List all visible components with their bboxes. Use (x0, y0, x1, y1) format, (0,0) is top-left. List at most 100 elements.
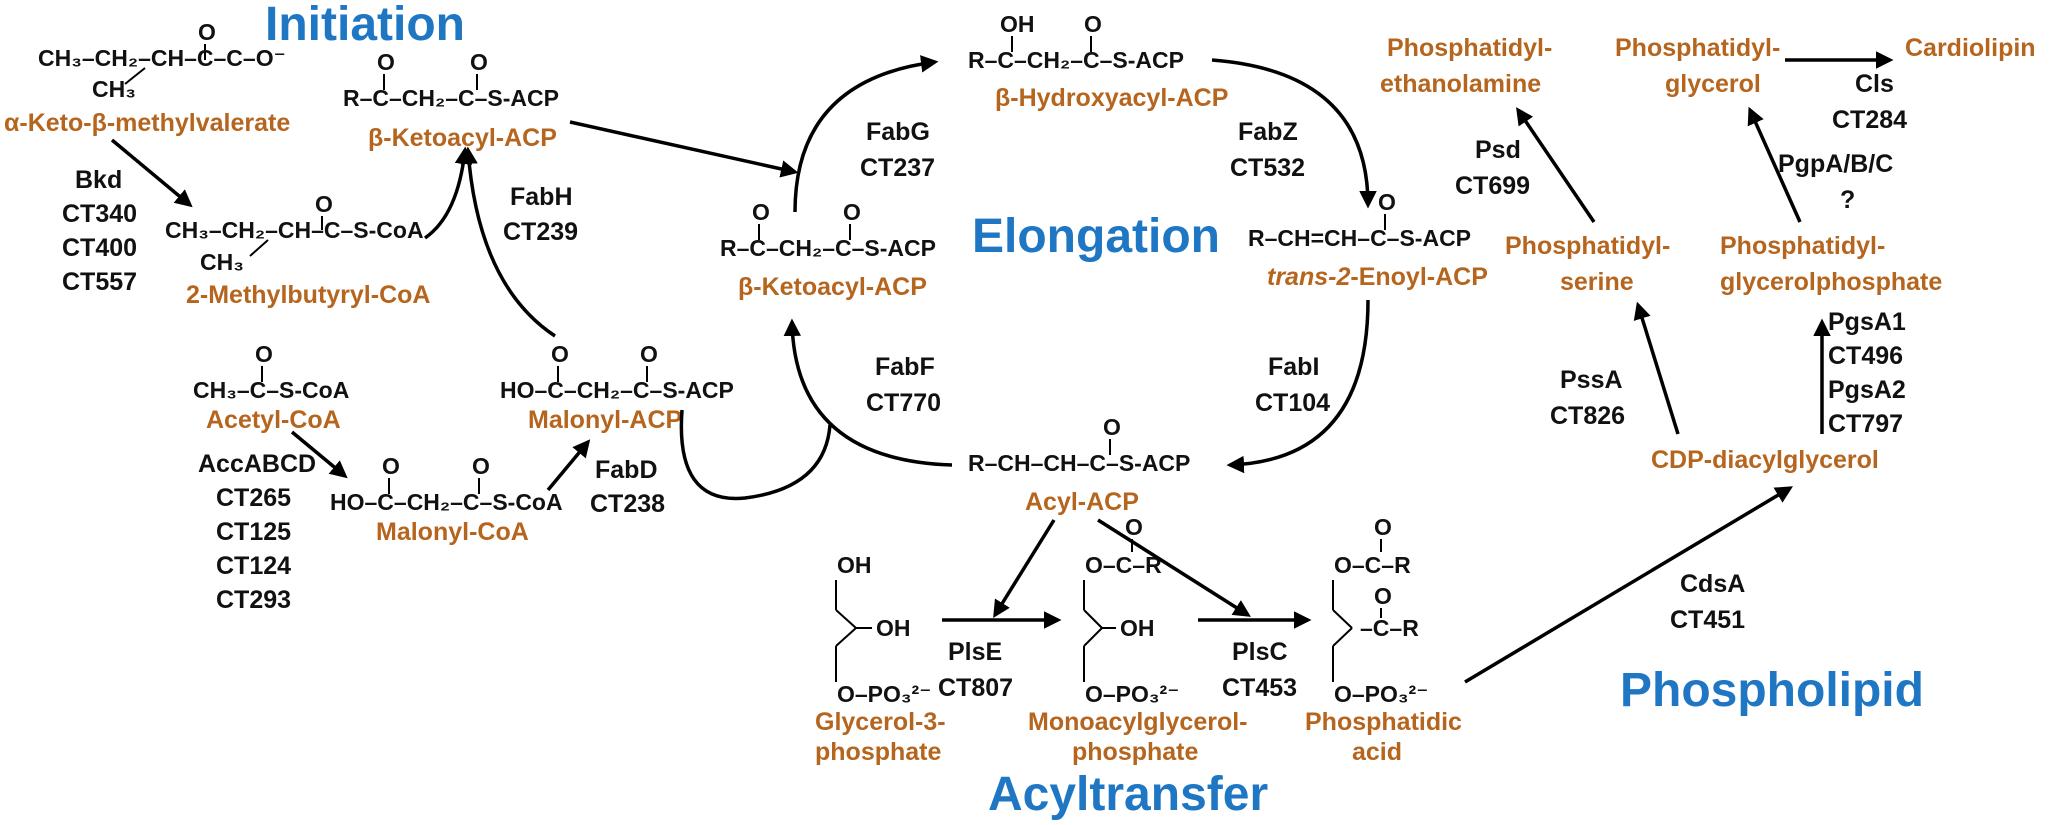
arrow-pgp-to-pg (1747, 106, 1802, 223)
structure-keto-methylvalerate: O CH₃–CH₂–CH–C–C–O⁻ CH₃ (38, 19, 286, 102)
svg-text:R–C–CH₂–C–S-ACP: R–C–CH₂–C–S-ACP (968, 47, 1184, 73)
svg-text:O: O (752, 199, 770, 225)
svg-text:O: O (1374, 583, 1392, 609)
svg-text:Psd: Psd (1475, 136, 1521, 164)
svg-text:CT496: CT496 (1828, 342, 1903, 370)
molecule-phosphatidic-acid-line1: Phosphatidic (1305, 708, 1462, 736)
arrow-kmv-to-methylbutyryl (110, 138, 193, 208)
arrow-malonyl-acp-to-ketoacyl (460, 146, 556, 338)
svg-text:O: O (198, 19, 216, 45)
arrow-acetyl-to-malonyl-coa (290, 430, 348, 479)
svg-text:FabG: FabG (866, 118, 930, 146)
enzyme-plsc: PlsC CT453 (1222, 638, 1297, 702)
enzyme-fabf: FabF CT770 (866, 353, 941, 417)
structure-acetyl-coa: O CH₃–C–S-CoA (193, 341, 349, 403)
molecule-keto-methylvalerate: α-Keto-β-methylvalerate (4, 109, 290, 137)
molecule-acetyl-coa: Acetyl-CoA (206, 406, 341, 434)
svg-text:O: O (1378, 189, 1396, 215)
structure-acyl-acp: O R–CH–CH–C–S-ACP (968, 414, 1190, 476)
molecule-cardiolipin: Cardiolipin (1905, 34, 2036, 62)
svg-text:CH₃–CH₂–CH–C–S-CoA: CH₃–CH₂–CH–C–S-CoA (165, 217, 424, 243)
svg-text:CT699: CT699 (1455, 172, 1530, 200)
structure-monoacylglycerol-phosphate: O O–C–R OH O–PO₃²⁻ (1083, 514, 1179, 707)
arrow-enoyl-to-acyl (1226, 299, 1370, 474)
section-title-initiation: Initiation (265, 0, 465, 51)
structure-methylbutyryl-coa: O CH₃–CH₂–CH–C–S-CoA CH₃ (165, 191, 424, 275)
svg-text:O: O (382, 453, 400, 479)
svg-text:O–PO₃²⁻: O–PO₃²⁻ (837, 681, 931, 707)
svg-text:O: O (551, 341, 569, 367)
enzyme-pgpabc: PgpA/B/C ? (1778, 150, 1893, 214)
svg-text:R–CH–CH–C–S-ACP: R–CH–CH–C–S-ACP (968, 450, 1190, 476)
svg-text:CT284: CT284 (1832, 106, 1907, 134)
reaction-arrows (110, 51, 1894, 684)
svg-text:?: ? (1840, 186, 1855, 214)
svg-text:O: O (1374, 514, 1392, 540)
section-title-acyltransfer: Acyltransfer (988, 768, 1268, 821)
svg-text:O: O (470, 49, 488, 75)
svg-text:FabZ: FabZ (1238, 118, 1298, 146)
svg-text:O: O (1084, 11, 1102, 37)
molecule-phosphatidic-acid-line2: acid (1352, 738, 1402, 766)
molecule-malonyl-coa: Malonyl-CoA (376, 518, 529, 546)
arrow-ketoacyl-init-to-elong (569, 120, 799, 178)
enzyme-fabi: FabI CT104 (1255, 353, 1330, 417)
svg-text:PlsC: PlsC (1232, 638, 1288, 666)
svg-text:CT557: CT557 (62, 268, 137, 296)
molecule-phosphatidylserine-line1: Phosphatidyl- (1505, 232, 1670, 260)
arrow-malonyl-coa-to-malonyl-acp (546, 439, 591, 492)
svg-text:R–CH=CH–C–S-ACP: R–CH=CH–C–S-ACP (1248, 225, 1471, 251)
svg-text:OH: OH (1120, 615, 1155, 641)
svg-text:Bkd: Bkd (75, 166, 122, 194)
svg-text:CH₃–C–S-CoA: CH₃–C–S-CoA (193, 377, 349, 403)
svg-text:O–PO₃²⁻: O–PO₃²⁻ (1085, 681, 1179, 707)
svg-text:CdsA: CdsA (1680, 570, 1745, 598)
svg-text:PgsA1: PgsA1 (1828, 308, 1906, 336)
svg-text:Cls: Cls (1855, 70, 1894, 98)
structure-hydroxyacyl-acp: OH O R–C–CH₂–C–S-ACP (968, 11, 1184, 73)
enzyme-bkd: Bkd CT340 CT400 CT557 (62, 166, 137, 296)
enzyme-fabg: FabG CT237 (860, 118, 935, 182)
molecule-phosphatidylglycerolphosphate-line2: glycerolphosphate (1720, 268, 1942, 296)
molecule-glycerol-3-phosphate-line2: phosphate (815, 738, 941, 766)
svg-text:CT293: CT293 (216, 586, 291, 614)
molecule-hydroxyacyl-acp: β-Hydroxyacyl-ACP (995, 84, 1228, 112)
molecule-malonyl-acp: Malonyl-ACP (528, 406, 682, 434)
molecule-phosphatidylglycerol-line2: glycerol (1665, 70, 1761, 98)
svg-text:FabD: FabD (595, 456, 658, 484)
molecule-phosphatidylglycerol-line1: Phosphatidyl- (1615, 34, 1780, 62)
enzyme-fabz: FabZ CT532 (1230, 118, 1305, 182)
arrow-ps-to-pe (1516, 107, 1596, 223)
svg-text:O: O (315, 191, 333, 217)
section-title-phospholipid: Phospholipid (1620, 664, 1924, 717)
enzyme-fabd: FabD CT238 (590, 456, 665, 518)
structure-ketoacyl-acp-elongation: O O R–C–CH₂–C–S-ACP (720, 199, 936, 261)
svg-text:O: O (1125, 514, 1143, 540)
svg-text:AccABCD: AccABCD (198, 450, 316, 478)
svg-text:PlsE: PlsE (948, 638, 1002, 666)
svg-text:CT265: CT265 (216, 484, 291, 512)
svg-text:PgsA2: PgsA2 (1828, 376, 1906, 404)
molecule-enoyl-acp: trans-2-Enoyl-ACP (1267, 263, 1488, 291)
section-title-elongation: Elongation (972, 210, 1220, 263)
enzyme-psd: Psd CT699 (1455, 136, 1530, 200)
molecule-glycerol-3-phosphate-line1: Glycerol-3- (815, 708, 946, 736)
svg-text:O: O (255, 341, 273, 367)
svg-text:CT238: CT238 (590, 490, 665, 518)
svg-text:CT340: CT340 (62, 200, 137, 228)
molecule-acyl-acp: Acyl-ACP (1025, 488, 1139, 516)
svg-text:OH: OH (1000, 11, 1035, 37)
arrow-acyl-to-monoacyl (993, 519, 1056, 618)
arrow-acyl-to-phosphatidic (1097, 518, 1251, 617)
svg-text:O–C–R: O–C–R (1085, 552, 1162, 578)
arrow-methylbutyryl-to-ketoacyl (423, 146, 473, 240)
molecule-phosphatidylethanolamine-line2: ethanolamine (1380, 70, 1541, 98)
svg-text:FabF: FabF (875, 353, 935, 381)
molecule-ketoacyl-acp-elongation: β-Ketoacyl-ACP (738, 273, 927, 301)
svg-text:O–PO₃²⁻: O–PO₃²⁻ (1334, 681, 1428, 707)
structure-glycerol-3-phosphate: OH OH O–PO₃²⁻ (835, 552, 931, 707)
svg-text:OH: OH (837, 552, 872, 578)
svg-text:R–C–CH₂–C–S-ACP: R–C–CH₂–C–S-ACP (720, 235, 936, 261)
arrow-phosphatidic-to-cdp (1464, 486, 1794, 684)
structure-phosphatidic-acid: O O–C–R O –C–R O–PO₃²⁻ (1332, 514, 1428, 707)
